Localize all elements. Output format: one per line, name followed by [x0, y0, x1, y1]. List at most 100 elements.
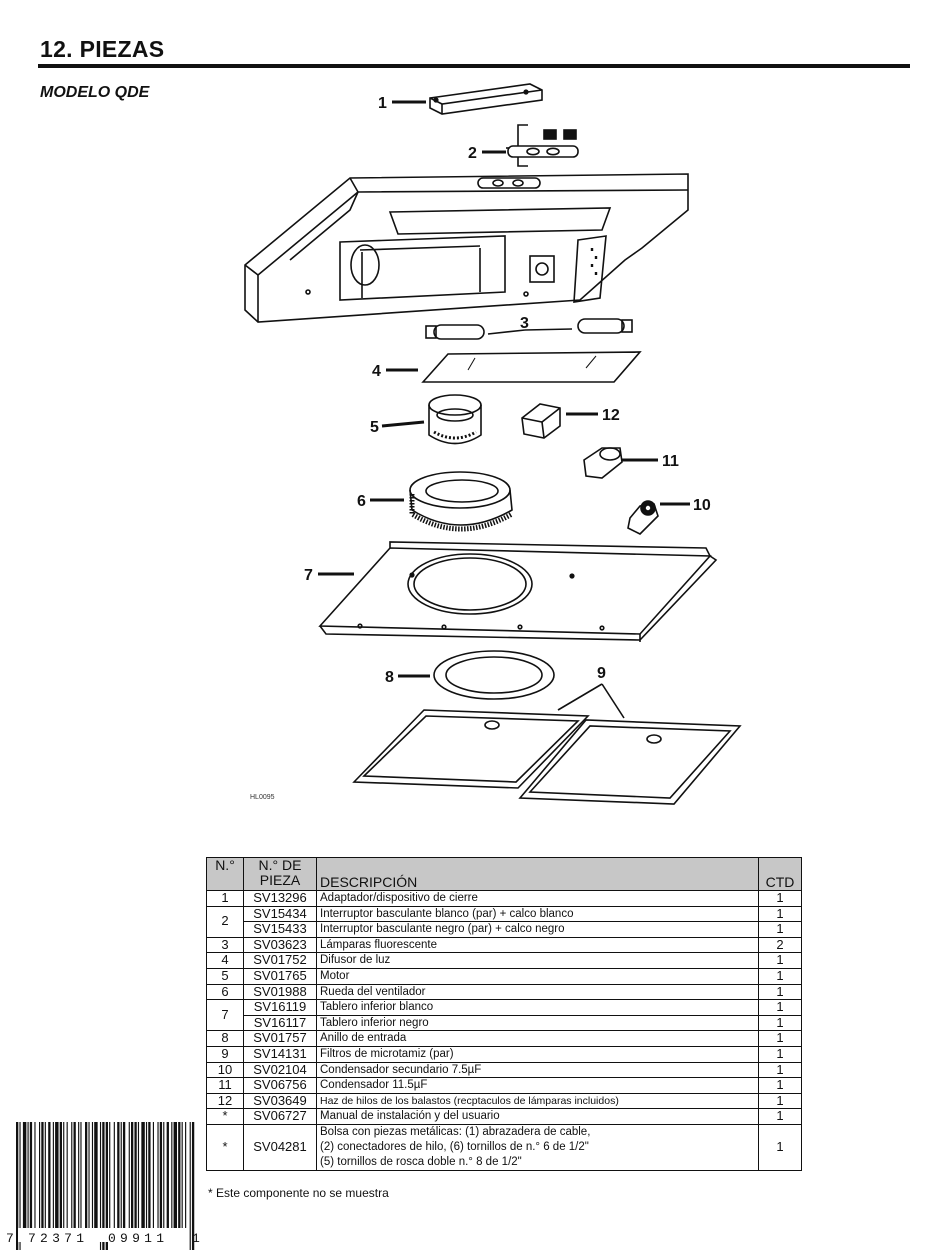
part-10-capacitor [627, 500, 659, 535]
callout-12: 12 [602, 407, 620, 424]
cell-qty: 1 [758, 921, 802, 938]
cell-desc: Haz de hilos de los balastos (recptaculo… [316, 1092, 759, 1110]
cell-part: SV01765 [243, 967, 317, 985]
cell-no: 3 [206, 936, 244, 954]
cell-desc: Difusor de luz [316, 952, 759, 969]
part-2-switches [506, 124, 579, 167]
barcode-digits-right-group: 09911 [108, 1231, 164, 1246]
cell-qty: 1 [758, 1077, 802, 1094]
header-part-no: N.° DE PIEZA [243, 857, 317, 891]
cell-part: SV03623 [243, 936, 317, 954]
callout-4: 4 [372, 363, 381, 380]
table-row: 10 SV02104 Condensador secundario 7.5µF … [206, 1061, 802, 1079]
parts-table: N.° N.° DE PIEZA DESCRIPCIÓN CTD 1 SV132… [206, 857, 802, 1171]
cell-qty: 1 [758, 1108, 802, 1125]
cell-qty: 1 [758, 1092, 802, 1110]
callout-10: 10 [693, 497, 711, 514]
header-no: N.° [206, 857, 244, 891]
exploded-parts-diagram: 1 2 3 4 5 6 7 8 9 10 11 12 [244, 83, 742, 805]
table-row: 11 SV06756 Condensador 11.5µF 1 [206, 1077, 802, 1094]
cell-part: SV15433 [243, 921, 317, 938]
cell-desc: Motor [316, 967, 759, 985]
cell-qty: 1 [758, 905, 802, 923]
table-row: 3 SV03623 Lámparas fluorescente 2 [206, 936, 802, 954]
cell-part: SV13296 [243, 890, 317, 907]
desc-line: Bolsa con piezas metálicas: (1) abrazade… [320, 1125, 591, 1138]
cell-no: 8 [206, 1030, 244, 1047]
table-row: SV16117 Tablero inferior negro 1 [207, 1014, 802, 1032]
cell-part: SV01757 [243, 1030, 317, 1047]
callout-8: 8 [385, 669, 394, 686]
cell-desc: Tablero inferior blanco [316, 999, 759, 1016]
cell-part: SV06756 [243, 1077, 317, 1094]
part-8-inlet-ring [433, 650, 555, 700]
cell-qty: 1 [758, 890, 802, 907]
desc-line: (5) tornillos de rosca doble n.° 8 de 1/… [320, 1155, 522, 1168]
figure-code: HL0095 [250, 794, 275, 801]
cell-no: 1 [206, 890, 244, 907]
section-title: 12. PIEZAS [40, 36, 165, 62]
cell-no: 11 [206, 1077, 244, 1094]
part-9-filters [352, 683, 742, 805]
cell-qty: 1 [758, 1061, 802, 1079]
callout-6: 6 [357, 493, 366, 510]
cell-no: * [206, 1108, 244, 1125]
callout-7: 7 [304, 567, 313, 584]
cell-qty: 1 [758, 1014, 802, 1032]
cell-no: 7 [206, 999, 244, 1032]
part-6-blower-wheel [409, 471, 514, 532]
title-rule [38, 64, 910, 68]
cell-no: 12 [206, 1092, 244, 1110]
cell-qty: 1 [758, 952, 802, 969]
cell-desc: Condensador secundario 7.5µF [316, 1061, 759, 1079]
barcode-digits-left-group: 72371 [28, 1231, 84, 1246]
table-row: 4 SV01752 Difusor de luz 1 [206, 952, 802, 969]
table-row: 1 SV13296 Adaptador/dispositivo de cierr… [206, 890, 802, 907]
table-row: 8 SV01757 Anillo de entrada 1 [206, 1030, 802, 1047]
part-7-bottom-panel [318, 541, 718, 642]
callout-2: 2 [468, 145, 477, 162]
part-3-lamps [425, 318, 633, 340]
cell-part: SV02104 [243, 1061, 317, 1079]
cell-desc: Condensador 11.5µF [316, 1077, 759, 1094]
cell-part: SV16119 [243, 999, 317, 1016]
cell-desc: Adaptador/dispositivo de cierre [316, 890, 759, 907]
table-row: SV15433 Interruptor basculante negro (pa… [207, 921, 802, 938]
cell-part: SV01988 [243, 983, 317, 1001]
table-row: 6 SV01988 Rueda del ventilador 1 [206, 983, 802, 1001]
model-label: MODELO QDE [40, 84, 150, 101]
cell-part: SV06727 [243, 1108, 317, 1125]
cell-part: SV16117 [243, 1014, 317, 1032]
table-row: 7 SV16119 Tablero inferior blanco 1 [206, 999, 802, 1032]
range-hood-body [244, 173, 689, 323]
cell-desc: Tablero inferior negro [316, 1014, 759, 1032]
part-12-harness [521, 403, 561, 439]
desc-line: (2) conectadores de hilo, (6) tornillos … [320, 1140, 589, 1153]
part-5-motor [428, 394, 482, 445]
barcode-digit-right: 1 [192, 1231, 200, 1246]
table-row: 5 SV01765 Motor 1 [206, 967, 802, 985]
cell-part: SV15434 [243, 905, 317, 923]
table-row: * SV06727 Manual de instalación y del us… [206, 1108, 802, 1125]
cell-qty: 1 [758, 1123, 802, 1171]
cell-desc: Interruptor basculante negro (par) + cal… [316, 921, 759, 938]
cell-qty: 1 [758, 1045, 802, 1063]
cell-part: SV03649 [243, 1092, 317, 1110]
cell-no: 6 [206, 983, 244, 1001]
callout-3: 3 [520, 315, 529, 332]
cell-qty: 1 [758, 967, 802, 985]
part-1-adapter [429, 83, 543, 115]
cell-part: SV01752 [243, 952, 317, 969]
cell-no: * [206, 1123, 244, 1171]
cell-desc: Lámparas fluorescente [316, 936, 759, 954]
cell-no: 5 [206, 967, 244, 985]
footnote: * Este componente no se muestra [208, 1186, 389, 1200]
cell-desc: Manual de instalación y del usuario [316, 1108, 759, 1125]
callout-1: 1 [378, 95, 387, 112]
callout-11: 11 [662, 453, 679, 470]
part-11-capacitor [583, 447, 623, 479]
cell-desc: Filtros de microtamiz (par) [316, 1045, 759, 1063]
barcode-digit-left: 7 [6, 1231, 14, 1246]
barcode: 7 72371 09911 1 [6, 1122, 200, 1250]
table-row: 12 SV03649 Haz de hilos de los balastos … [206, 1092, 802, 1110]
